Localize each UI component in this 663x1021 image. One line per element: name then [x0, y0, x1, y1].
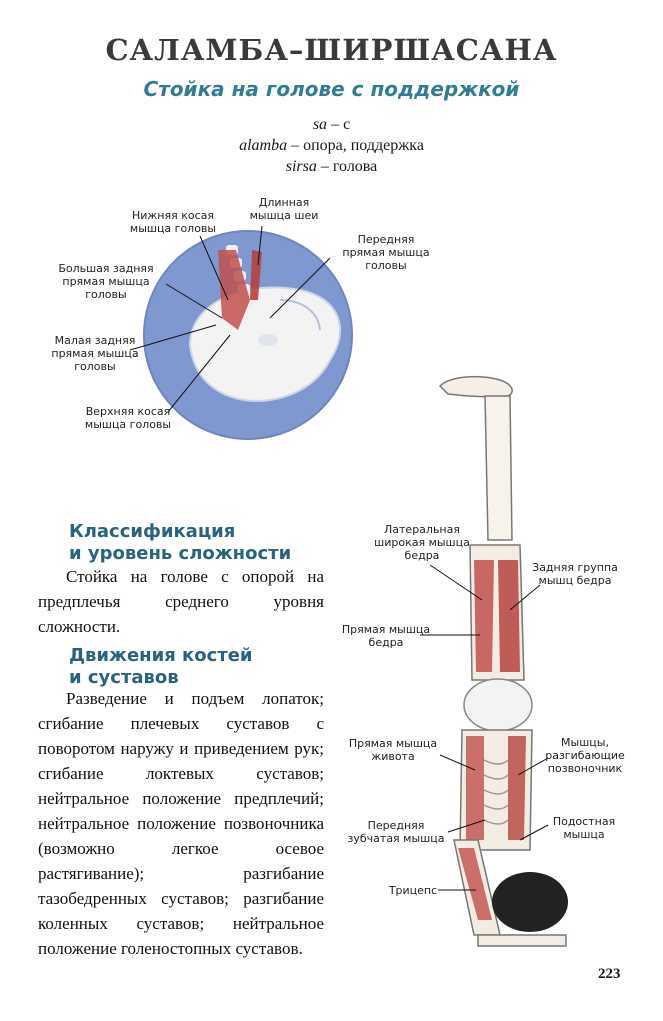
heading-line: Движения костей: [69, 645, 253, 666]
thigh-muscle-back: [498, 560, 520, 672]
label-rectus-abdominis: Прямая мышца живота: [348, 737, 438, 763]
head-neck-illustration: [129, 225, 353, 440]
back-muscle: [508, 736, 526, 840]
neck-muscle-group: [218, 250, 250, 330]
section-heading-classification: Классификация и уровень сложности: [69, 521, 291, 565]
forearms: [477, 934, 567, 947]
section-heading-movements: Движения костей и суставов: [69, 645, 253, 689]
etymology-meaning: – опора, поддержка: [291, 137, 424, 154]
etymology-line: alamba – опора, поддержка: [0, 137, 663, 155]
page-subtitle: Стойка на голове с поддержкой: [143, 77, 520, 101]
heading-line: и уровень сложности: [69, 543, 292, 564]
etymology-meaning: – голова: [320, 158, 378, 175]
label-triceps: Трицепс: [388, 884, 438, 897]
head-hair: [492, 872, 568, 932]
etymology-line: sa – с: [0, 116, 663, 134]
triceps-muscle: [458, 848, 492, 920]
label-rectus-minor: Малая задняя прямая мышца головы: [51, 334, 139, 373]
label-rectus-major: Большая задняя прямая мышца головы: [58, 262, 154, 301]
body-leader-lines: [420, 564, 549, 891]
section-text-classification: Стойка на голове с опорой на предплечья …: [38, 567, 324, 636]
section-text-movements: Разведение и подъем лопаток; сгибание пл…: [38, 689, 324, 958]
label-superior-oblique: Верхняя косая мышца головы: [84, 405, 172, 431]
longus-colli-muscle: [250, 250, 262, 300]
etymology-term: alamba: [239, 137, 288, 154]
etymology-term: sirsa: [285, 158, 317, 175]
label-hamstrings: Задняя группа мышц бедра: [532, 561, 618, 587]
thigh-muscle-front: [474, 560, 494, 672]
label-rectus-femoris: Прямая мышца бедра: [341, 623, 431, 649]
headstand-figure: [420, 375, 568, 947]
heading-line: Классификация: [69, 521, 236, 542]
abdominal-muscle: [466, 736, 484, 840]
etymology-term: sa: [312, 116, 328, 133]
label-vastus-lateralis: Латеральная широкая мышца бедра: [374, 523, 470, 562]
page-number: 223: [598, 966, 621, 982]
label-serratus-anterior: Передняя зубчатая мышца: [347, 819, 445, 845]
lower-legs: [484, 395, 513, 541]
label-infraspinatus: Подостная мышца: [552, 815, 616, 841]
heading-line: и суставов: [69, 667, 179, 688]
page-title: САЛАМБА–ШИРШАСАНА: [105, 33, 558, 67]
head-leader-lines: [129, 225, 331, 413]
etymology-meaning: – с: [331, 116, 351, 133]
label-inferior-oblique: Нижняя косая мышца головы: [129, 209, 217, 235]
feet: [438, 375, 513, 398]
label-rectus-anterior: Передняя прямая мышца головы: [342, 233, 430, 272]
etymology-line: sirsa – голова: [0, 158, 663, 176]
label-longus-colli: Длинная мышца шеи: [249, 196, 319, 222]
pelvis: [463, 678, 533, 732]
ribs: [483, 759, 509, 825]
label-erector-spinae: Мышцы, разгибающие позвоночник: [545, 736, 625, 775]
